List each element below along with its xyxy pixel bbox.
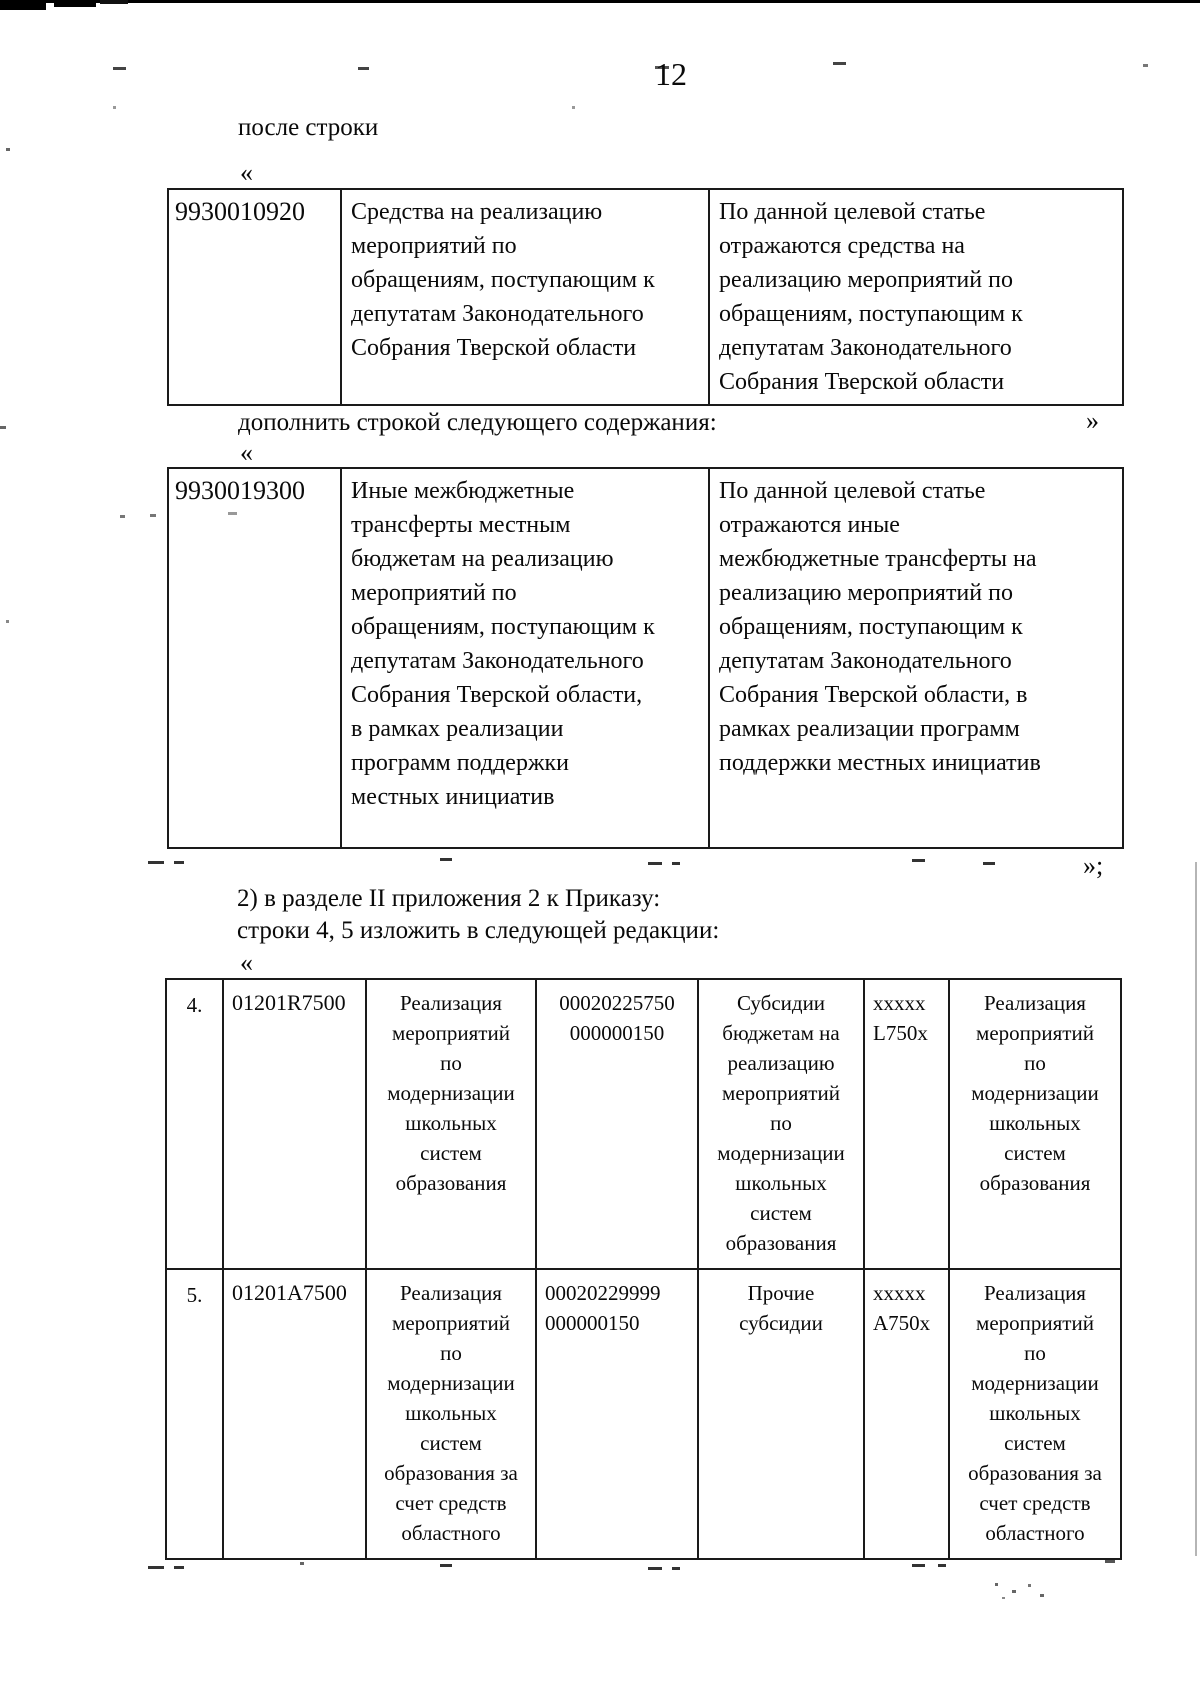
scan-artifact [833,62,846,65]
scan-artifact [655,66,669,69]
scan-artifact [1012,1590,1016,1593]
row4-name2-cell: Реализация мероприятий по модернизации ш… [948,978,1122,1270]
scan-artifact [6,620,9,623]
scan-artifact [648,1567,662,1570]
table-row-5: 5. 01201А7500 Реализация мероприятий по … [165,1268,1122,1560]
open-quote-1: « [240,158,253,187]
scan-artifact [938,1564,946,1567]
add-line-label: дополнить строкой следующего содержания: [238,409,717,436]
scan-artifact [1028,1584,1031,1587]
table-row: 9930019300 Иные межбюджетные трансферты … [167,467,1124,849]
scan-artifact [440,1564,452,1567]
rows-table: 4. 01201R7500 Реализация мероприятий по … [165,978,1122,1560]
row5-num-cell: 5. [165,1268,224,1560]
scan-artifact [0,0,1200,3]
budget-table-1: 9930010920 Средства на реализацию меропр… [167,188,1124,406]
row4-code-cell: 01201R7500 [222,978,367,1270]
row5-kbk-cell: 00020229999 000000150 [535,1268,699,1560]
scan-artifact [113,67,126,70]
row4-subsidy-cell: Субсидии бюджетам на реализацию мероприя… [697,978,865,1270]
row5-mask-cell: ххххх А750х [863,1268,950,1560]
table-row-4: 4. 01201R7500 Реализация мероприятий по … [165,978,1122,1270]
scan-artifact [174,861,184,864]
section2-line-1: 2) в разделе II приложения 2 к Приказу: [237,885,661,912]
page-number: 12 [655,56,687,92]
table2-name-cell: Иные межбюджетные трансферты местным бюд… [340,467,710,849]
scan-artifact [1195,862,1197,1556]
scan-artifact [358,67,369,70]
scan-artifact [6,148,10,151]
row5-subsidy-cell: Прочие субсидии [697,1268,865,1560]
open-quote-3: « [240,948,253,977]
row5-name-cell: Реализация мероприятий по модернизации ш… [365,1268,537,1560]
row4-num-cell: 4. [165,978,224,1270]
scan-artifact [148,861,164,864]
row5-code-cell: 01201А7500 [222,1268,367,1560]
scan-artifact [300,1562,304,1565]
budget-table-2: 9930019300 Иные межбюджетные трансферты … [167,467,1124,849]
scan-artifact [120,515,125,518]
scan-artifact [1002,1597,1005,1599]
table-row: 9930010920 Средства на реализацию меропр… [167,188,1124,406]
row4-mask-cell: ххххх L750х [863,978,950,1270]
scan-artifact [912,859,925,862]
scan-artifact [1143,64,1148,67]
scan-artifact [174,1566,184,1569]
scan-artifact [150,514,156,517]
scan-artifact [1040,1594,1044,1597]
row4-name-cell: Реализация мероприятий по модернизации ш… [365,978,537,1270]
scan-artifact [0,426,6,429]
scan-artifact [912,1564,925,1567]
scan-artifact [983,862,995,865]
scan-artifact [148,1566,164,1569]
scan-artifact [54,0,96,7]
scan-artifact [1105,1560,1115,1563]
scan-artifact [100,0,128,4]
section2-line-2: строки 4, 5 изложить в следующей редакци… [237,917,720,944]
open-quote-2: « [240,438,253,467]
scan-artifact [995,1583,998,1586]
table2-code-cell: 9930019300 [167,467,342,849]
close-quote-2: »; [1083,851,1104,880]
table2-desc-cell: По данной целевой статье отражаются иные… [708,467,1124,849]
table1-desc-cell: По данной целевой статье отражаются сред… [708,188,1124,406]
row4-kbk-cell: 00020225750 000000150 [535,978,699,1270]
close-quote-1: » [1086,406,1099,435]
table1-code-cell: 9930010920 [167,188,342,406]
scan-artifact [113,106,116,109]
row5-name2-cell: Реализация мероприятий по модернизации ш… [948,1268,1122,1560]
scan-artifact [672,862,680,865]
after-line-label: после строки [238,114,379,141]
scan-artifact [672,1567,680,1570]
scan-artifact [648,862,662,865]
scan-artifact [572,106,575,109]
scan-artifact [0,0,46,10]
table1-name-cell: Средства на реализацию мероприятий по об… [340,188,710,406]
scan-artifact [440,858,452,861]
